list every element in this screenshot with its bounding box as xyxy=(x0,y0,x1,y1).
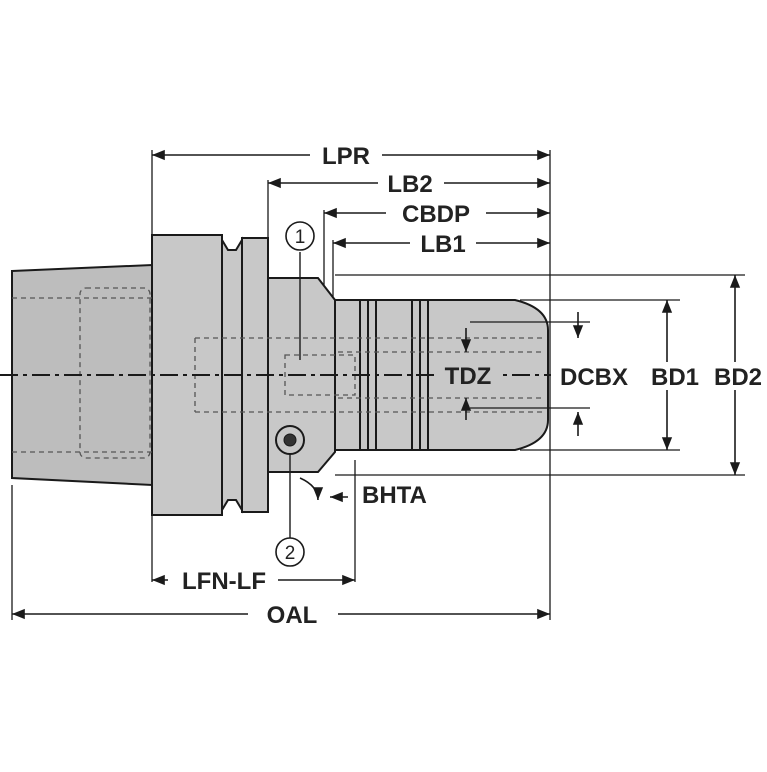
lb2-label: LB2 xyxy=(387,171,432,198)
extension-lines xyxy=(11,150,745,620)
lfn-lf-label: LFN-LF xyxy=(182,568,266,595)
tdz-label: TDZ xyxy=(445,363,492,390)
clamp-screw-port xyxy=(275,425,305,455)
cbdp-label: CBDP xyxy=(402,201,470,228)
callout-2: 2 xyxy=(275,537,305,567)
callout-1: 1 xyxy=(285,221,315,251)
bhta-angle-arc xyxy=(299,477,324,501)
hidden-lines xyxy=(12,287,545,459)
callout-leaders xyxy=(289,252,301,538)
lpr-label: LPR xyxy=(322,143,370,170)
oal-label: OAL xyxy=(267,602,318,629)
callout-1-label: 1 xyxy=(295,227,306,248)
bhta-label: BHTA xyxy=(362,482,427,509)
dcbx-label: DCBX xyxy=(560,364,628,391)
bd2-label: BD2 xyxy=(714,364,762,391)
lb1-label: LB1 xyxy=(420,231,465,258)
bd1-label: BD1 xyxy=(651,364,699,391)
callout-2-label: 2 xyxy=(285,543,296,564)
